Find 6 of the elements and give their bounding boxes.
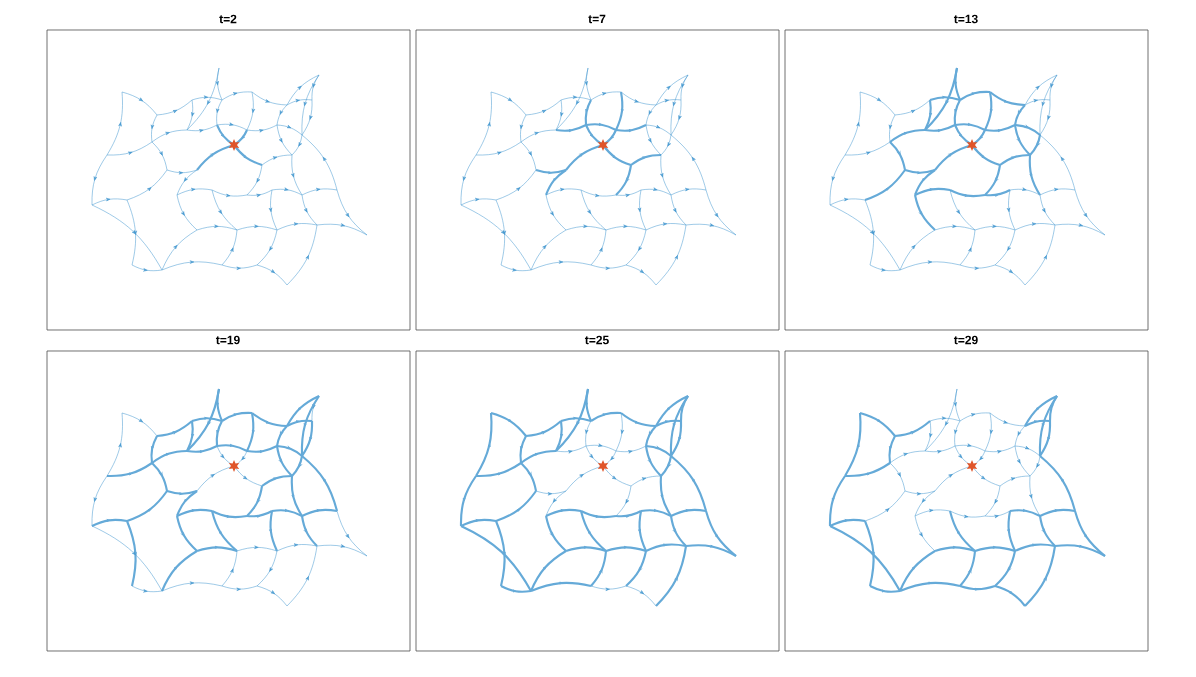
panel-title: t=7 [588,14,606,24]
panel-title: t=25 [585,335,609,345]
panel-title: t=13 [954,14,978,24]
panel-title: t=2 [219,14,237,24]
panel-title: t=19 [216,335,240,345]
panel-title: t=29 [954,335,978,345]
